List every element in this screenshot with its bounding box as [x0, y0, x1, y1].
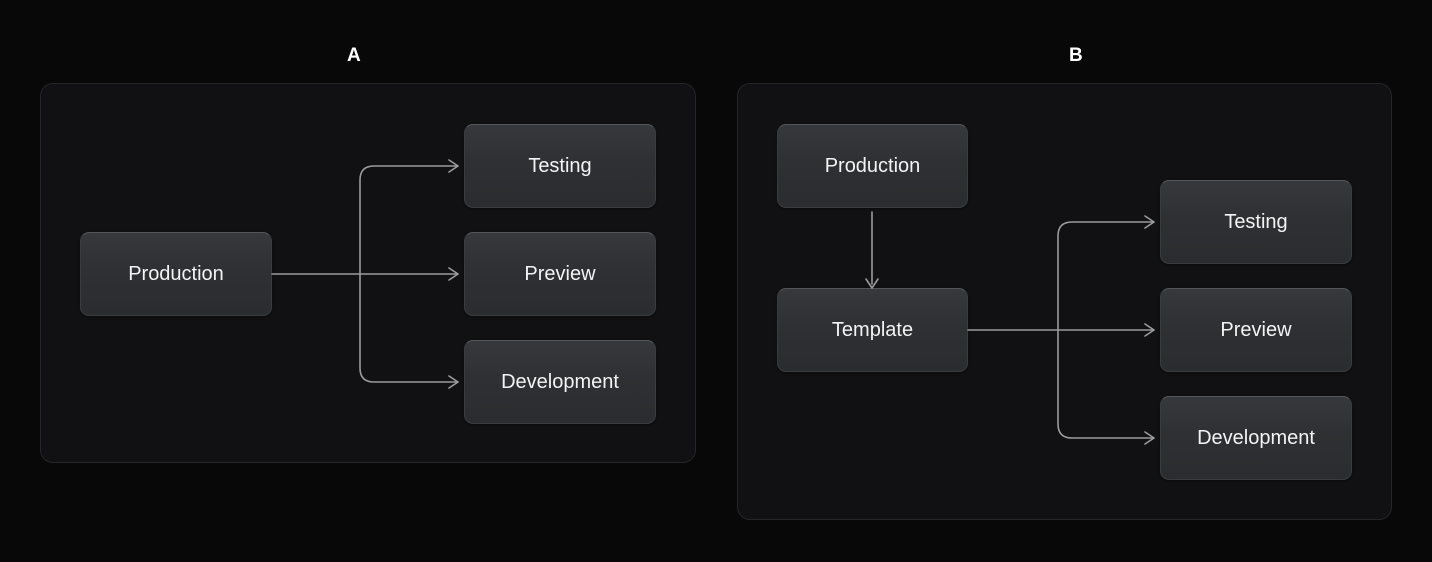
node-testing[interactable]: Testing	[464, 124, 656, 208]
node-label: Development	[501, 371, 619, 393]
node-testing[interactable]: Testing	[1160, 180, 1352, 264]
node-label: Preview	[524, 263, 596, 285]
node-label: Preview	[1220, 319, 1292, 341]
panel-label-a: A	[347, 45, 361, 66]
node-label: Production	[128, 263, 224, 285]
node-development[interactable]: Development	[1160, 396, 1352, 480]
panel-label-b: B	[1069, 45, 1083, 66]
node-label: Development	[1197, 427, 1315, 449]
node-development[interactable]: Development	[464, 340, 656, 424]
node-production[interactable]: Production	[777, 124, 968, 208]
node-label: Template	[831, 319, 914, 341]
node-template[interactable]: Template	[777, 288, 968, 372]
node-preview[interactable]: Preview	[1160, 288, 1352, 372]
node-preview[interactable]: Preview	[464, 232, 656, 316]
node-label: Production	[824, 155, 921, 177]
node-label: Testing	[1224, 211, 1288, 233]
node-production[interactable]: Production	[80, 232, 272, 316]
node-label: Testing	[528, 155, 592, 177]
